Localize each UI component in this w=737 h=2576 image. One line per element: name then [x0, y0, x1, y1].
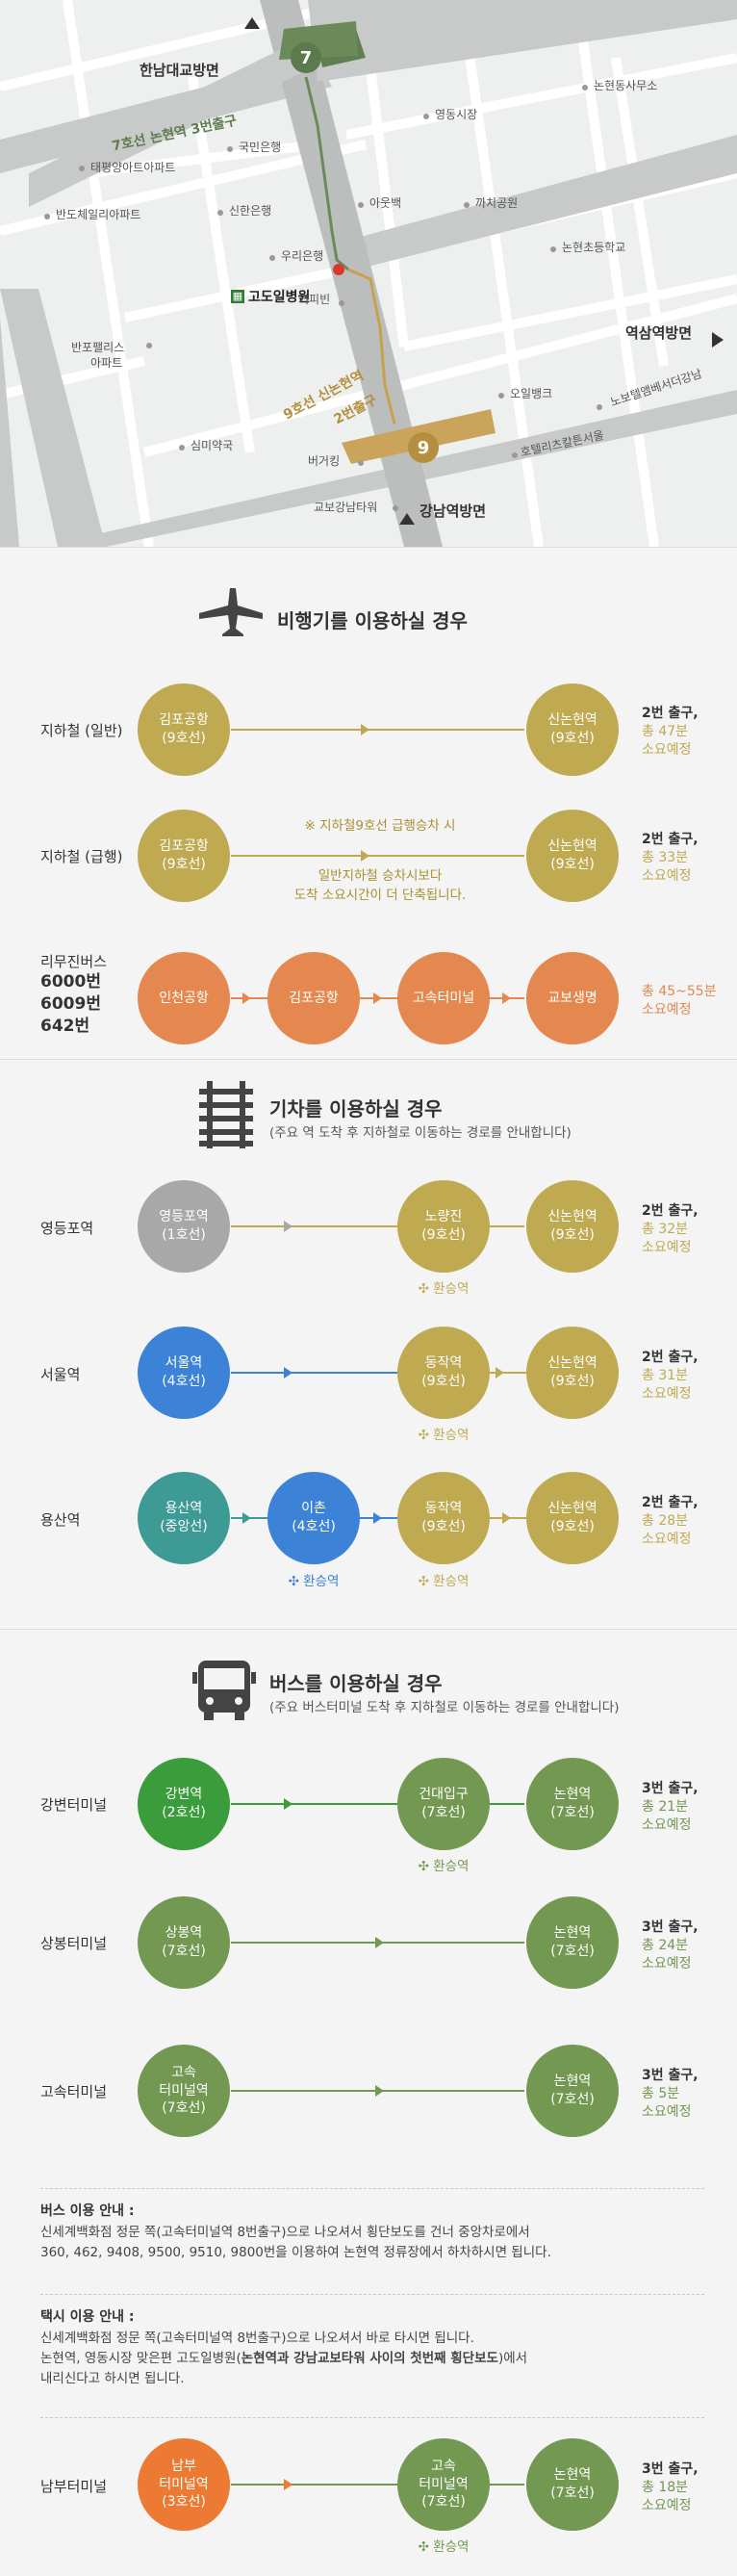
landmark: 신한은행: [229, 204, 272, 218]
plane-section: 비행기를 이용하실 경우 지하철 (일반) 김포공항(9호선) 신논현역(9호선…: [0, 547, 737, 1059]
station-nonhyeon: 논현역(7호선): [526, 2045, 619, 2137]
station-dongjak: 동작역(9호선): [397, 1327, 490, 1419]
station-gangbyeon: 강변역(2호선): [138, 1758, 230, 1850]
station-sinnonhyeon: 신논현역(9호선): [526, 1327, 619, 1419]
landmark: 아파트: [90, 356, 123, 370]
station-nonhyeon: 논현역(7호선): [526, 1896, 619, 1989]
station-express-terminal: 고속터미널: [397, 952, 490, 1044]
location-map: 7 9 한남대교방면 7호선 논현역 3번출구 9호선 신논현역 2번출구 강남…: [0, 0, 737, 547]
express-note-2: 일반지하철 승차시보다: [318, 868, 443, 884]
train-section: 기차를 이용하실 경우 (주요 역 도착 후 지하철로 이동하는 경로를 안내합…: [0, 1059, 737, 1629]
plane-row-2-label: 지하철 (급행): [40, 848, 123, 865]
hospital-name: 고도일병원: [248, 290, 311, 305]
map-label-hannam: 한남대교방면: [140, 62, 219, 79]
station-kyobo: 교보생명: [526, 952, 619, 1044]
bus-section: 버스를 이용하실 경우 (주요 버스터미널 도착 후 지하철로 이동하는 경로를…: [0, 1629, 737, 2576]
bus-title: 버스를 이용하실 경우: [269, 1672, 443, 1695]
train-subtitle: (주요 역 도착 후 지하철로 이동하는 경로를 안내합니다): [269, 1125, 572, 1141]
station-sinnonhyeon: 신논현역(9호선): [526, 1180, 619, 1273]
transfer-label: ✣ 환승역: [418, 1859, 470, 1874]
transfer-label: ✣ 환승역: [418, 1428, 470, 1443]
landmark: 반도체일리아파트: [56, 208, 141, 221]
station-nonhyeon: 논현역(7호선): [526, 2438, 619, 2531]
landmark: 심미약국: [191, 439, 234, 452]
express-note-1: ※ 지하철9호선 급행승차 시: [304, 818, 456, 834]
landmark: 영동시장: [435, 108, 478, 121]
station-sinnonhyeon: 신논현역(9호선): [526, 810, 619, 902]
landmark: 버거킹: [308, 454, 341, 468]
bus-row-4-label: 남부터미널: [40, 2478, 108, 2495]
bus-info: 버스 이용 안내 :신세계백화점 정문 쪽(고속터미널역 8번출구)으로 나오셔…: [40, 2203, 551, 2260]
landmark: 까치공원: [475, 196, 519, 210]
landmark: 논현초등학교: [562, 241, 626, 254]
transfer-label: ✣ 환승역: [418, 1281, 470, 1297]
bus-icon: [192, 1659, 256, 1722]
landmark: 반포팰리스: [71, 341, 125, 354]
train-row-2-label: 서울역: [40, 1366, 81, 1383]
plane-row-1-label: 지하철 (일반): [40, 722, 123, 739]
station-9-text: 9: [418, 438, 430, 458]
station-gimpo-airport: 김포공항: [267, 952, 360, 1044]
station-dongjak: 동작역(9호선): [397, 1472, 490, 1564]
train-icon: [197, 1081, 255, 1148]
bus-row-3-label: 고속터미널: [40, 2083, 108, 2100]
station-incheon-airport: 인천공항: [138, 952, 230, 1044]
landmark: 오일뱅크: [510, 387, 553, 400]
station-konkuk: 건대입구(7호선): [397, 1758, 490, 1850]
station-noryangjin: 노량진(9호선): [397, 1180, 490, 1273]
hospital-icon: ▦: [231, 290, 244, 303]
map-label-gangnam: 강남역방면: [419, 502, 487, 520]
map-label-yeoksam: 역삼역방면: [625, 324, 693, 342]
station-gimpo: 김포공항(9호선): [138, 810, 230, 902]
landmark: 태평양아트아파트: [90, 161, 176, 174]
landmark: 커피빈: [298, 293, 331, 306]
landmark: 아웃백: [369, 196, 402, 210]
plane-title: 비행기를 이용하실 경우: [277, 609, 468, 632]
train-title: 기차를 이용하실 경우: [269, 1097, 443, 1121]
landmark: 교보강남타워: [314, 501, 378, 514]
station-sinnonhyeon: 신논현역(9호선): [526, 1472, 619, 1564]
landmark: 논현동사무소: [594, 79, 658, 92]
station-yeongdeungpo: 영등포역(1호선): [138, 1180, 230, 1273]
station-nonhyeon: 논현역(7호선): [526, 1758, 619, 1850]
hospital-marker: ▦ 고도일병원: [231, 287, 310, 306]
train-row-1-label: 영등포역: [40, 1220, 94, 1237]
transfer-label: ✣ 환승역: [418, 2539, 470, 2555]
map-roads: 7 9: [0, 0, 737, 547]
express-note-3: 도착 소요시간이 더 단축됩니다.: [293, 888, 467, 903]
station-ichon: 이촌(4호선): [267, 1472, 360, 1564]
taxi-info: 택시 이용 안내 :신세계백화점 정문 쪽(고속터미널역 8번출구)으로 나오셔…: [40, 2309, 528, 2386]
transfer-label: ✣ 환승역: [418, 1574, 470, 1589]
station-seoul: 서울역(4호선): [138, 1327, 230, 1419]
train-row-3-label: 용산역: [40, 1511, 81, 1529]
landmark: 국민은행: [239, 141, 282, 154]
station-gimpo: 김포공항(9호선): [138, 683, 230, 776]
transfer-label: ✣ 환승역: [288, 1574, 340, 1589]
station-7-text: 7: [300, 48, 313, 68]
station-yongsan: 용산역(중앙선): [138, 1472, 230, 1564]
station-sangbong: 상봉역(7호선): [138, 1896, 230, 1989]
bus-subtitle: (주요 버스터미널 도착 후 지하철로 이동하는 경로를 안내합니다): [269, 1700, 620, 1715]
plane-icon: [197, 586, 265, 636]
landmark: 우리은행: [281, 249, 324, 263]
bus-row-2-label: 상봉터미널: [40, 1935, 108, 1952]
bus-row-1-label: 강변터미널: [40, 1796, 108, 1814]
station-sinnonhyeon: 신논현역(9호선): [526, 683, 619, 776]
